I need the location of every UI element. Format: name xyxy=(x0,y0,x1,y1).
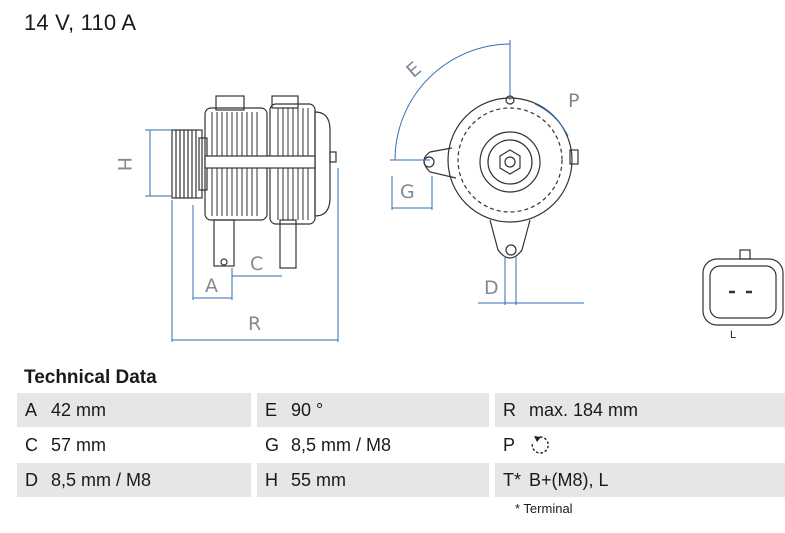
spec-value: 90 ° xyxy=(291,393,489,428)
spec-key: P xyxy=(495,428,529,463)
spec-key: T* xyxy=(495,463,529,498)
spec-key: R xyxy=(495,393,529,428)
connector-label-l: L xyxy=(730,329,736,341)
front-view xyxy=(423,95,579,259)
spec-key: A xyxy=(17,393,51,428)
dim-label-c: C xyxy=(250,253,263,275)
technical-data-table: A 42 mm E 90 ° R max. 184 mm C 57 mm G 8… xyxy=(17,393,785,498)
table-row: D 8,5 mm / M8 H 55 mm T* B+(M8), L xyxy=(17,463,785,498)
spec-value-rotation xyxy=(529,428,785,463)
dim-label-d: D xyxy=(484,277,499,299)
dim-label-p: P xyxy=(568,90,579,112)
spec-key: G xyxy=(257,428,291,463)
spec-value: max. 184 mm xyxy=(529,393,785,428)
technical-data-heading: Technical Data xyxy=(24,367,157,388)
spec-value: 8,5 mm / M8 xyxy=(51,463,251,498)
terminal-footnote: * Terminal xyxy=(515,501,573,516)
dim-label-a: A xyxy=(205,275,218,297)
spec-key: D xyxy=(17,463,51,498)
dim-label-e: E xyxy=(402,58,425,83)
pulley-icon xyxy=(171,129,208,199)
spec-value: 42 mm xyxy=(51,393,251,428)
table-row: A 42 mm E 90 ° R max. 184 mm xyxy=(17,393,785,428)
clockwise-rotation-icon xyxy=(531,436,549,454)
spec-key: H xyxy=(257,463,291,498)
spec-value: B+(M8), L xyxy=(529,463,785,498)
connector-icon xyxy=(702,249,784,326)
spec-value: 57 mm xyxy=(51,428,251,463)
dim-label-r: R xyxy=(248,313,261,335)
dim-label-g: G xyxy=(400,181,415,203)
spec-value: 8,5 mm / M8 xyxy=(291,428,489,463)
page-title: 14 V, 110 A xyxy=(24,10,137,35)
alternator-drawing: H A C R E P G xyxy=(113,40,784,342)
table-row: C 57 mm G 8,5 mm / M8 P xyxy=(17,428,785,463)
spec-key: C xyxy=(17,428,51,463)
side-view xyxy=(171,95,337,269)
spec-value: 55 mm xyxy=(291,463,489,498)
dim-label-h: H xyxy=(113,157,135,171)
spec-key: E xyxy=(257,393,291,428)
